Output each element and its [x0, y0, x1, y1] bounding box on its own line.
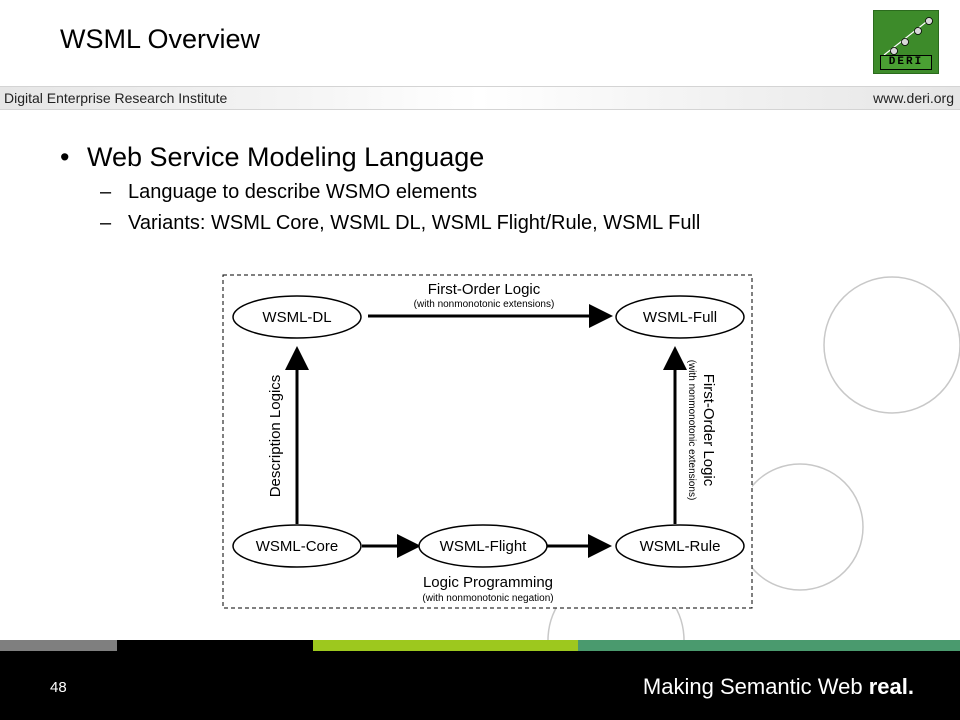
edge-label-top: First-Order Logic: [428, 281, 541, 298]
wsml-variants-diagram: WSML-DL WSML-Full WSML-Core WSML-Flight …: [222, 274, 753, 609]
page-number: 48: [50, 679, 67, 696]
slide-title: WSML Overview: [60, 24, 261, 54]
institute-bar: Digital Enterprise Research Institute ww…: [0, 86, 960, 110]
dash-icon: –: [100, 181, 112, 203]
sub-bullet-text: Language to describe WSMO elements: [128, 181, 478, 203]
slogan-bold: real.: [868, 674, 914, 699]
deri-logo: DERI: [873, 10, 939, 74]
footer-strip-teal: [578, 640, 960, 651]
edge-label-right: First-Order Logic: [700, 374, 717, 487]
sub-bullet: –Variants: WSML Core, WSML DL, WSML Flig…: [100, 212, 700, 235]
logo-dots-icon: [883, 17, 933, 56]
logo-text: DERI: [880, 55, 932, 70]
edge-sublabel-right: (with nonmonotonic extensions): [686, 360, 697, 501]
node-wsml-flight: WSML-Flight: [418, 524, 548, 568]
edge-sublabel-top: (with nonmonotonic extensions): [414, 299, 555, 310]
node-wsml-dl: WSML-DL: [232, 295, 362, 339]
node-label: WSML-Rule: [640, 538, 721, 555]
edge-label-left: Description Logics: [267, 375, 284, 498]
node-wsml-core: WSML-Core: [232, 524, 362, 568]
edge-sublabel-bottom: (with nonmonotonic negation): [422, 593, 553, 604]
slogan-text: Making Semantic Web: [642, 674, 869, 699]
slogan: Making Semantic Web real.: [643, 674, 914, 700]
node-label: WSML-Flight: [440, 538, 528, 555]
node-wsml-full: WSML-Full: [615, 295, 745, 339]
website-link[interactable]: www.deri.org: [873, 90, 954, 106]
dash-icon: –: [100, 212, 112, 234]
bullet-dot-icon: •: [60, 142, 70, 172]
decor-circle: [736, 463, 864, 591]
node-label: WSML-Core: [256, 538, 339, 555]
footer-strip-gray: [0, 640, 117, 651]
node-label: WSML-Full: [643, 309, 717, 326]
footer-bar: [0, 651, 960, 720]
footer-strip-lime: [313, 640, 578, 651]
node-wsml-rule: WSML-Rule: [615, 524, 745, 568]
main-bullet: • Web Service Modeling Language: [60, 142, 484, 173]
edge-label-bottom: Logic Programming: [423, 574, 553, 591]
node-label: WSML-DL: [262, 309, 331, 326]
main-bullet-text: Web Service Modeling Language: [87, 142, 485, 172]
sub-bullet: –Language to describe WSMO elements: [100, 181, 477, 204]
decor-circle: [823, 276, 960, 414]
sub-bullet-text: Variants: WSML Core, WSML DL, WSML Fligh…: [128, 212, 701, 234]
institute-name: Digital Enterprise Research Institute: [4, 90, 228, 106]
footer-strip-black: [117, 640, 313, 651]
